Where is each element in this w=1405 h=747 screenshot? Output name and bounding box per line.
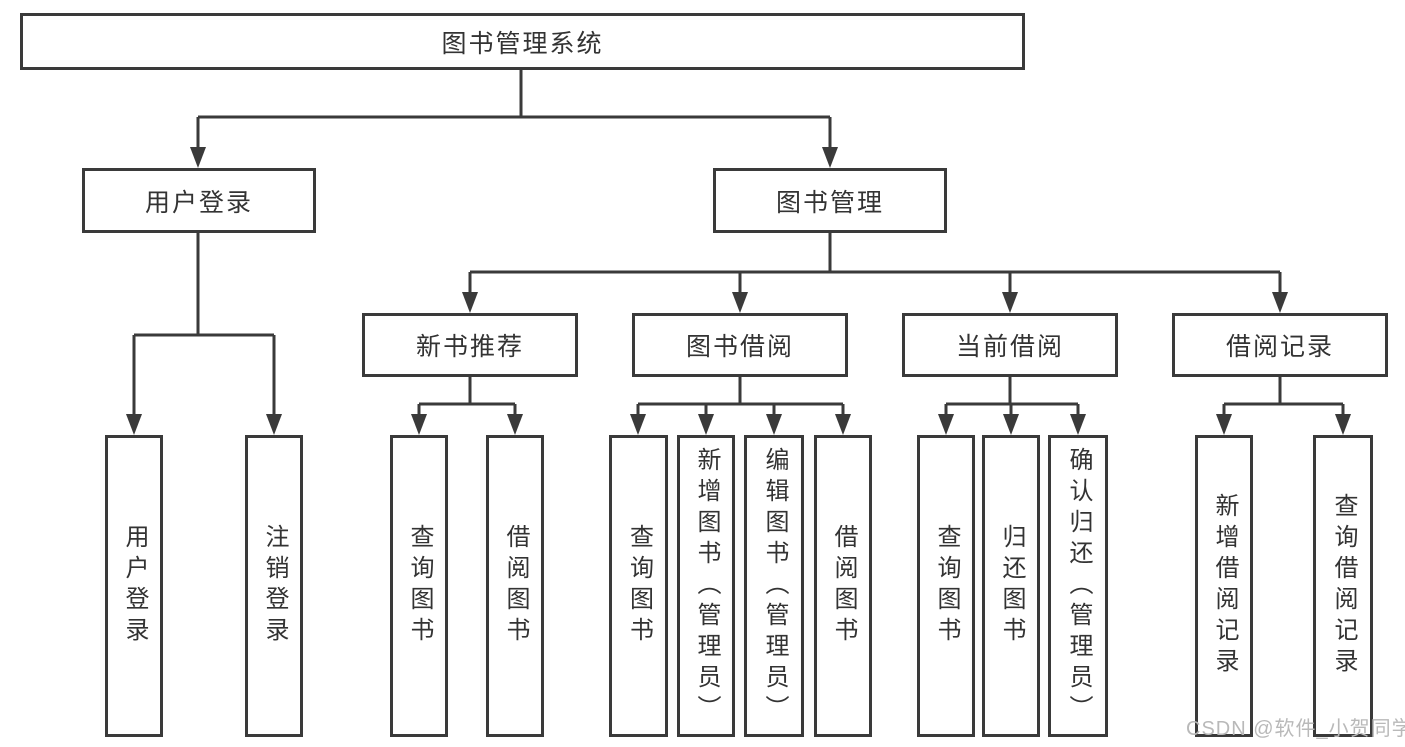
leaf-newbooks-query-books: 查询图书 [390, 435, 448, 737]
leaf-records-add-record-label: 新增借阅记录 [1211, 493, 1238, 679]
leaf-logout: 注销登录 [245, 435, 303, 737]
leaf-borrow-edit-books-admin-label: 编辑图书（管理员） [761, 446, 788, 726]
connector-user-login-children [126, 233, 282, 435]
connector-book-mgmt-children [462, 233, 1288, 313]
node-user-login: 用户登录 [82, 168, 316, 233]
node-book-mgmt: 图书管理 [713, 168, 947, 233]
leaf-borrow-borrow-books-label: 借阅图书 [830, 524, 857, 648]
node-book-mgmt-label: 图书管理 [775, 188, 884, 217]
node-borrow-records: 借阅记录 [1172, 313, 1388, 377]
leaf-records-add-record: 新增借阅记录 [1195, 435, 1253, 737]
node-user-login-label: 用户登录 [144, 188, 253, 217]
leaf-user-login: 用户登录 [105, 435, 163, 737]
leaf-current-query-books: 查询图书 [917, 435, 975, 737]
leaf-borrow-borrow-books: 借阅图书 [814, 435, 872, 737]
leaf-records-query-record: 查询借阅记录 [1313, 435, 1373, 737]
node-current-borrow: 当前借阅 [902, 313, 1118, 377]
connector-root-to-level2 [190, 70, 838, 168]
leaf-borrow-edit-books-admin: 编辑图书（管理员） [744, 435, 804, 737]
node-root-label: 图书管理系统 [441, 29, 604, 58]
node-book-borrow: 图书借阅 [632, 313, 848, 377]
leaf-borrow-query-books: 查询图书 [609, 435, 668, 737]
connector-new-books-children [411, 377, 523, 435]
leaf-borrow-add-books-admin: 新增图书（管理员） [677, 435, 735, 737]
connector-book-borrow-children [630, 377, 851, 435]
leaf-user-login-label: 用户登录 [121, 524, 148, 648]
leaf-logout-label: 注销登录 [261, 524, 288, 648]
leaf-records-query-record-label: 查询借阅记录 [1330, 493, 1357, 679]
connector-current-borrow-children [938, 377, 1086, 435]
node-current-borrow-label: 当前借阅 [955, 333, 1064, 361]
watermark: CSDN @软件_小贺同学 [1186, 718, 1405, 740]
node-new-books: 新书推荐 [362, 313, 578, 377]
leaf-current-confirm-return-admin-label: 确认归还（管理员） [1065, 446, 1092, 726]
node-root: 图书管理系统 [20, 13, 1025, 70]
leaf-current-query-books-label: 查询图书 [933, 524, 960, 648]
node-book-borrow-label: 图书借阅 [685, 333, 794, 361]
leaf-borrow-query-books-label: 查询图书 [625, 524, 653, 648]
leaf-current-return-books-label: 归还图书 [998, 524, 1025, 648]
node-new-books-label: 新书推荐 [415, 333, 524, 361]
leaf-newbooks-borrow-books: 借阅图书 [486, 435, 544, 737]
leaf-current-confirm-return-admin: 确认归还（管理员） [1048, 435, 1108, 737]
leaf-current-return-books: 归还图书 [982, 435, 1040, 737]
leaf-borrow-add-books-admin-label: 新增图书（管理员） [693, 446, 720, 726]
leaf-newbooks-borrow-books-label: 借阅图书 [502, 524, 529, 648]
connector-borrow-records-children [1216, 377, 1351, 435]
leaf-newbooks-query-books-label: 查询图书 [406, 524, 433, 648]
node-borrow-records-label: 借阅记录 [1225, 333, 1334, 361]
